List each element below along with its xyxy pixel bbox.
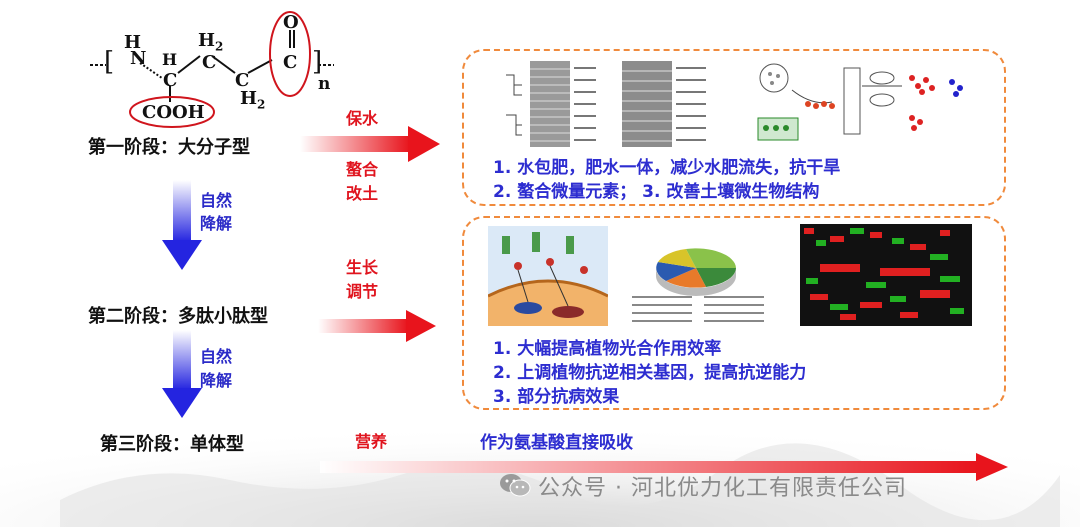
go-pie-figure <box>626 228 776 326</box>
svg-text:]: ] <box>312 47 322 77</box>
watermark-text: 公众号 · 河北优力化工有限责任公司 <box>538 476 907 501</box>
box2-line-1: 1. 大幅提高植物光合作用效率 <box>493 339 722 359</box>
function-nutrition: 营养 <box>355 432 388 451</box>
box1-line-1: 1. 水包肥，肥水一体，减少水肥流失，抗干旱 <box>493 158 841 178</box>
degradation-arrow-2 <box>162 330 202 418</box>
degradation-label-2-line2: 降解 <box>200 371 233 390</box>
heatmap-figure <box>800 224 972 326</box>
microbe-mechanism-figure <box>752 56 982 148</box>
carboxyl-group: COOH <box>142 102 205 123</box>
box1-line-2: 2. 螯合微量元素； 3. 改善土壤微生物结构 <box>493 182 820 202</box>
atom-h2-bottom: H2 <box>240 88 266 112</box>
stage-3-label: 第三阶段：单体型 <box>100 434 244 455</box>
atom-c4: C <box>283 52 298 73</box>
function-growth-line2: 调节 <box>346 282 379 301</box>
box2-line-3: 3. 部分抗病效果 <box>493 387 620 407</box>
cell-signaling-figure <box>488 226 608 326</box>
repeat-n: n <box>318 74 331 94</box>
function-arrow-3 <box>320 453 1008 481</box>
gel-figure-a <box>502 55 600 151</box>
degradation-label-2-line1: 自然 <box>200 347 233 366</box>
function-chelation-line2: 改土 <box>346 184 379 203</box>
stage-1-label: 第一阶段：大分子型 <box>88 137 250 158</box>
atom-n: N <box>130 48 147 69</box>
atom-h2-top: H2 <box>198 30 224 54</box>
function-arrow-1 <box>300 126 440 162</box>
wechat-icon <box>500 474 531 497</box>
polymer-structure: [ ] <box>90 11 334 128</box>
degradation-label-1-line1: 自然 <box>200 191 233 210</box>
atom-c1: C <box>163 70 178 91</box>
function-chelation-line1: 螯合 <box>346 160 379 179</box>
stage-3-description: 作为氨基酸直接吸收 <box>480 433 633 453</box>
function-arrow-2 <box>318 310 436 342</box>
function-water-retention: 保水 <box>346 109 379 128</box>
atom-o: O <box>283 12 299 33</box>
svg-text:[: [ <box>104 47 114 77</box>
degradation-label-1-line2: 降解 <box>200 214 233 233</box>
box2-line-2: 2. 上调植物抗逆相关基因，提高抗逆能力 <box>493 363 807 383</box>
function-growth-line1: 生长 <box>346 258 379 277</box>
stage-2-label: 第二阶段：多肽小肽型 <box>88 306 268 327</box>
gel-figure-b <box>602 55 714 151</box>
atom-c2: C <box>202 52 217 73</box>
degradation-arrow-1 <box>162 180 202 270</box>
atom-h-left: H <box>124 32 142 53</box>
atom-c3: C <box>235 70 250 91</box>
atom-h1: H <box>162 50 178 69</box>
